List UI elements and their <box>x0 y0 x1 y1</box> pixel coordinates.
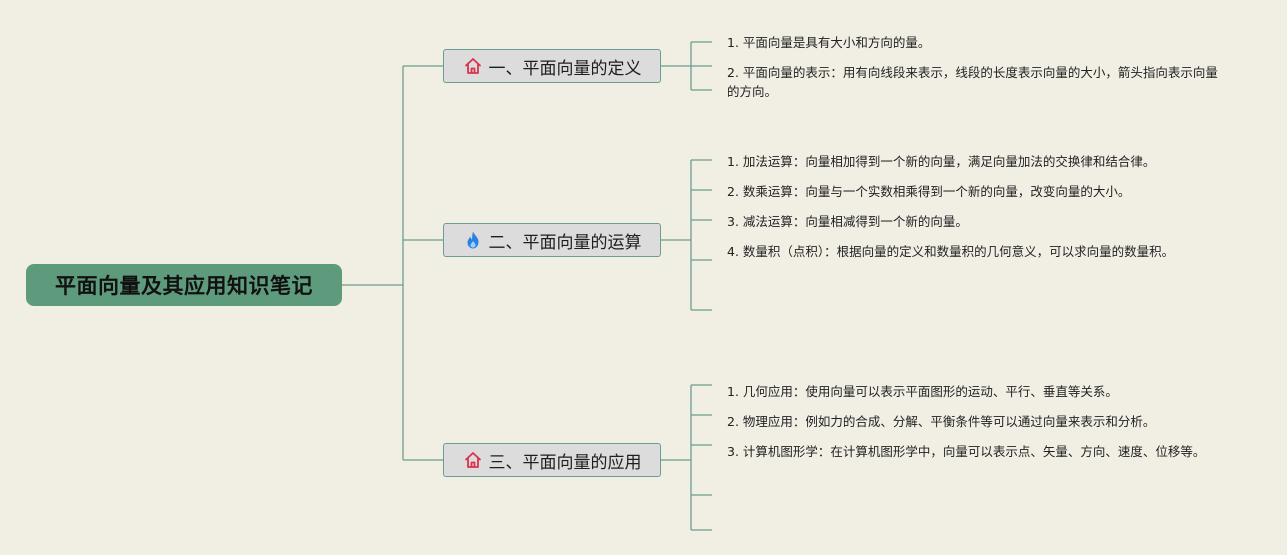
branch-label: 二、平面向量的运算 <box>488 232 642 253</box>
root-topic-title: 平面向量及其应用知识笔记 <box>55 274 313 298</box>
leaf-note[interactable]: 1. 加法运算：向量相加得到一个新的向量，满足向量加法的交换律和结合律。 <box>727 154 1156 169</box>
root-topic[interactable]: 平面向量及其应用知识笔记 <box>26 264 342 306</box>
leaf-note[interactable]: 2. 物理应用：例如力的合成、分解、平衡条件等可以通过向量来表示和分析。 <box>727 414 1156 429</box>
branch-definition[interactable]: 一、平面向量的定义 <box>443 49 661 83</box>
leaf-note[interactable]: 1. 几何应用：使用向量可以表示平面图形的运动、平行、垂直等关系。 <box>727 384 1118 399</box>
leaf-note[interactable]: 4. 数量积（点积）：根据向量的定义和数量积的几何意义，可以求向量的数量积。 <box>727 244 1175 259</box>
leaf-note[interactable]: 2. 数乘运算：向量与一个实数相乘得到一个新的向量，改变向量的大小。 <box>727 184 1131 199</box>
leaf-note[interactable]: 2. 平面向量的表示：用有向线段来表示，线段的长度表示向量的大小，箭头指向表示向… <box>727 65 1218 99</box>
flame-icon <box>463 230 483 250</box>
branch-label: 三、平面向量的应用 <box>488 452 642 473</box>
house-icon <box>463 450 483 470</box>
branch-label: 一、平面向量的定义 <box>488 58 642 79</box>
leaf-note[interactable]: 3. 计算机图形学：在计算机图形学中，向量可以表示点、矢量、方向、速度、位移等。 <box>727 444 1206 459</box>
branch-applications[interactable]: 三、平面向量的应用 <box>443 443 661 477</box>
leaf-note[interactable]: 1. 平面向量是具有大小和方向的量。 <box>727 35 931 50</box>
leaf-note[interactable]: 3. 减法运算：向量相减得到一个新的向量。 <box>727 214 968 229</box>
house-icon <box>463 56 483 76</box>
branch-operations[interactable]: 二、平面向量的运算 <box>443 223 661 257</box>
